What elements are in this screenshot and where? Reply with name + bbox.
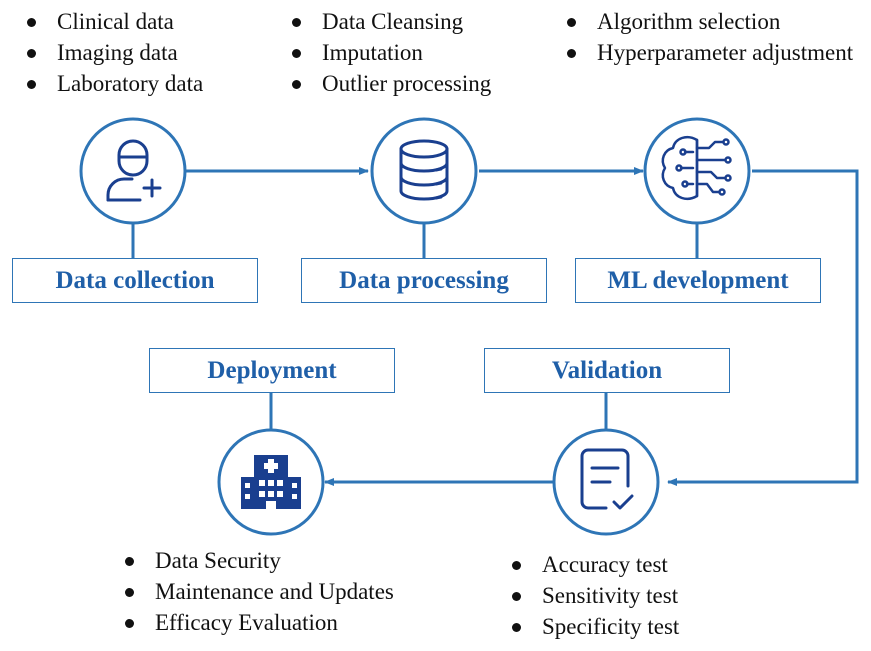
stage-label-data-processing: Data processing [301, 258, 547, 303]
ai-brain-icon [661, 136, 732, 200]
stage-label-deployment: Deployment [149, 348, 395, 393]
node-data-processing [370, 117, 478, 225]
bullets-ml-development: Algorithm selection Hyperparameter adjus… [565, 6, 853, 68]
doctor-plus-icon [106, 139, 162, 202]
list-item: Maintenance and Updates [123, 576, 394, 607]
stage-label-data-collection: Data collection [12, 258, 258, 303]
list-item: Outlier processing [290, 68, 491, 99]
arrow-ml-to-validation [667, 169, 859, 486]
list-item: Data Security [123, 545, 394, 576]
bullets-deployment: Data Security Maintenance and Updates Ef… [123, 545, 394, 638]
bullets-validation: Accuracy test Sensitivity test Specifici… [510, 549, 679, 642]
list-item: Imaging data [25, 37, 203, 68]
stage-label-ml-development: ML development [575, 258, 821, 303]
list-item: Laboratory data [25, 68, 203, 99]
node-data-collection [79, 117, 187, 225]
bullets-data-collection: Clinical data Imaging data Laboratory da… [25, 6, 203, 99]
hospital-icon [241, 455, 301, 509]
checklist-document-icon [580, 448, 634, 510]
node-ml-development [643, 117, 751, 225]
stage-label-validation: Validation [484, 348, 730, 393]
bullets-data-processing: Data Cleansing Imputation Outlier proces… [290, 6, 491, 99]
list-item: Hyperparameter adjustment [565, 37, 853, 68]
list-item: Imputation [290, 37, 491, 68]
node-deployment [217, 428, 325, 536]
list-item: Data Cleansing [290, 6, 491, 37]
list-item: Sensitivity test [510, 580, 679, 611]
node-validation [552, 428, 660, 536]
database-icon [399, 139, 449, 201]
list-item: Specificity test [510, 611, 679, 642]
flow-connectors [131, 167, 859, 486]
list-item: Accuracy test [510, 549, 679, 580]
list-item: Algorithm selection [565, 6, 815, 37]
list-item: Clinical data [25, 6, 203, 37]
list-item: Efficacy Evaluation [123, 607, 394, 638]
